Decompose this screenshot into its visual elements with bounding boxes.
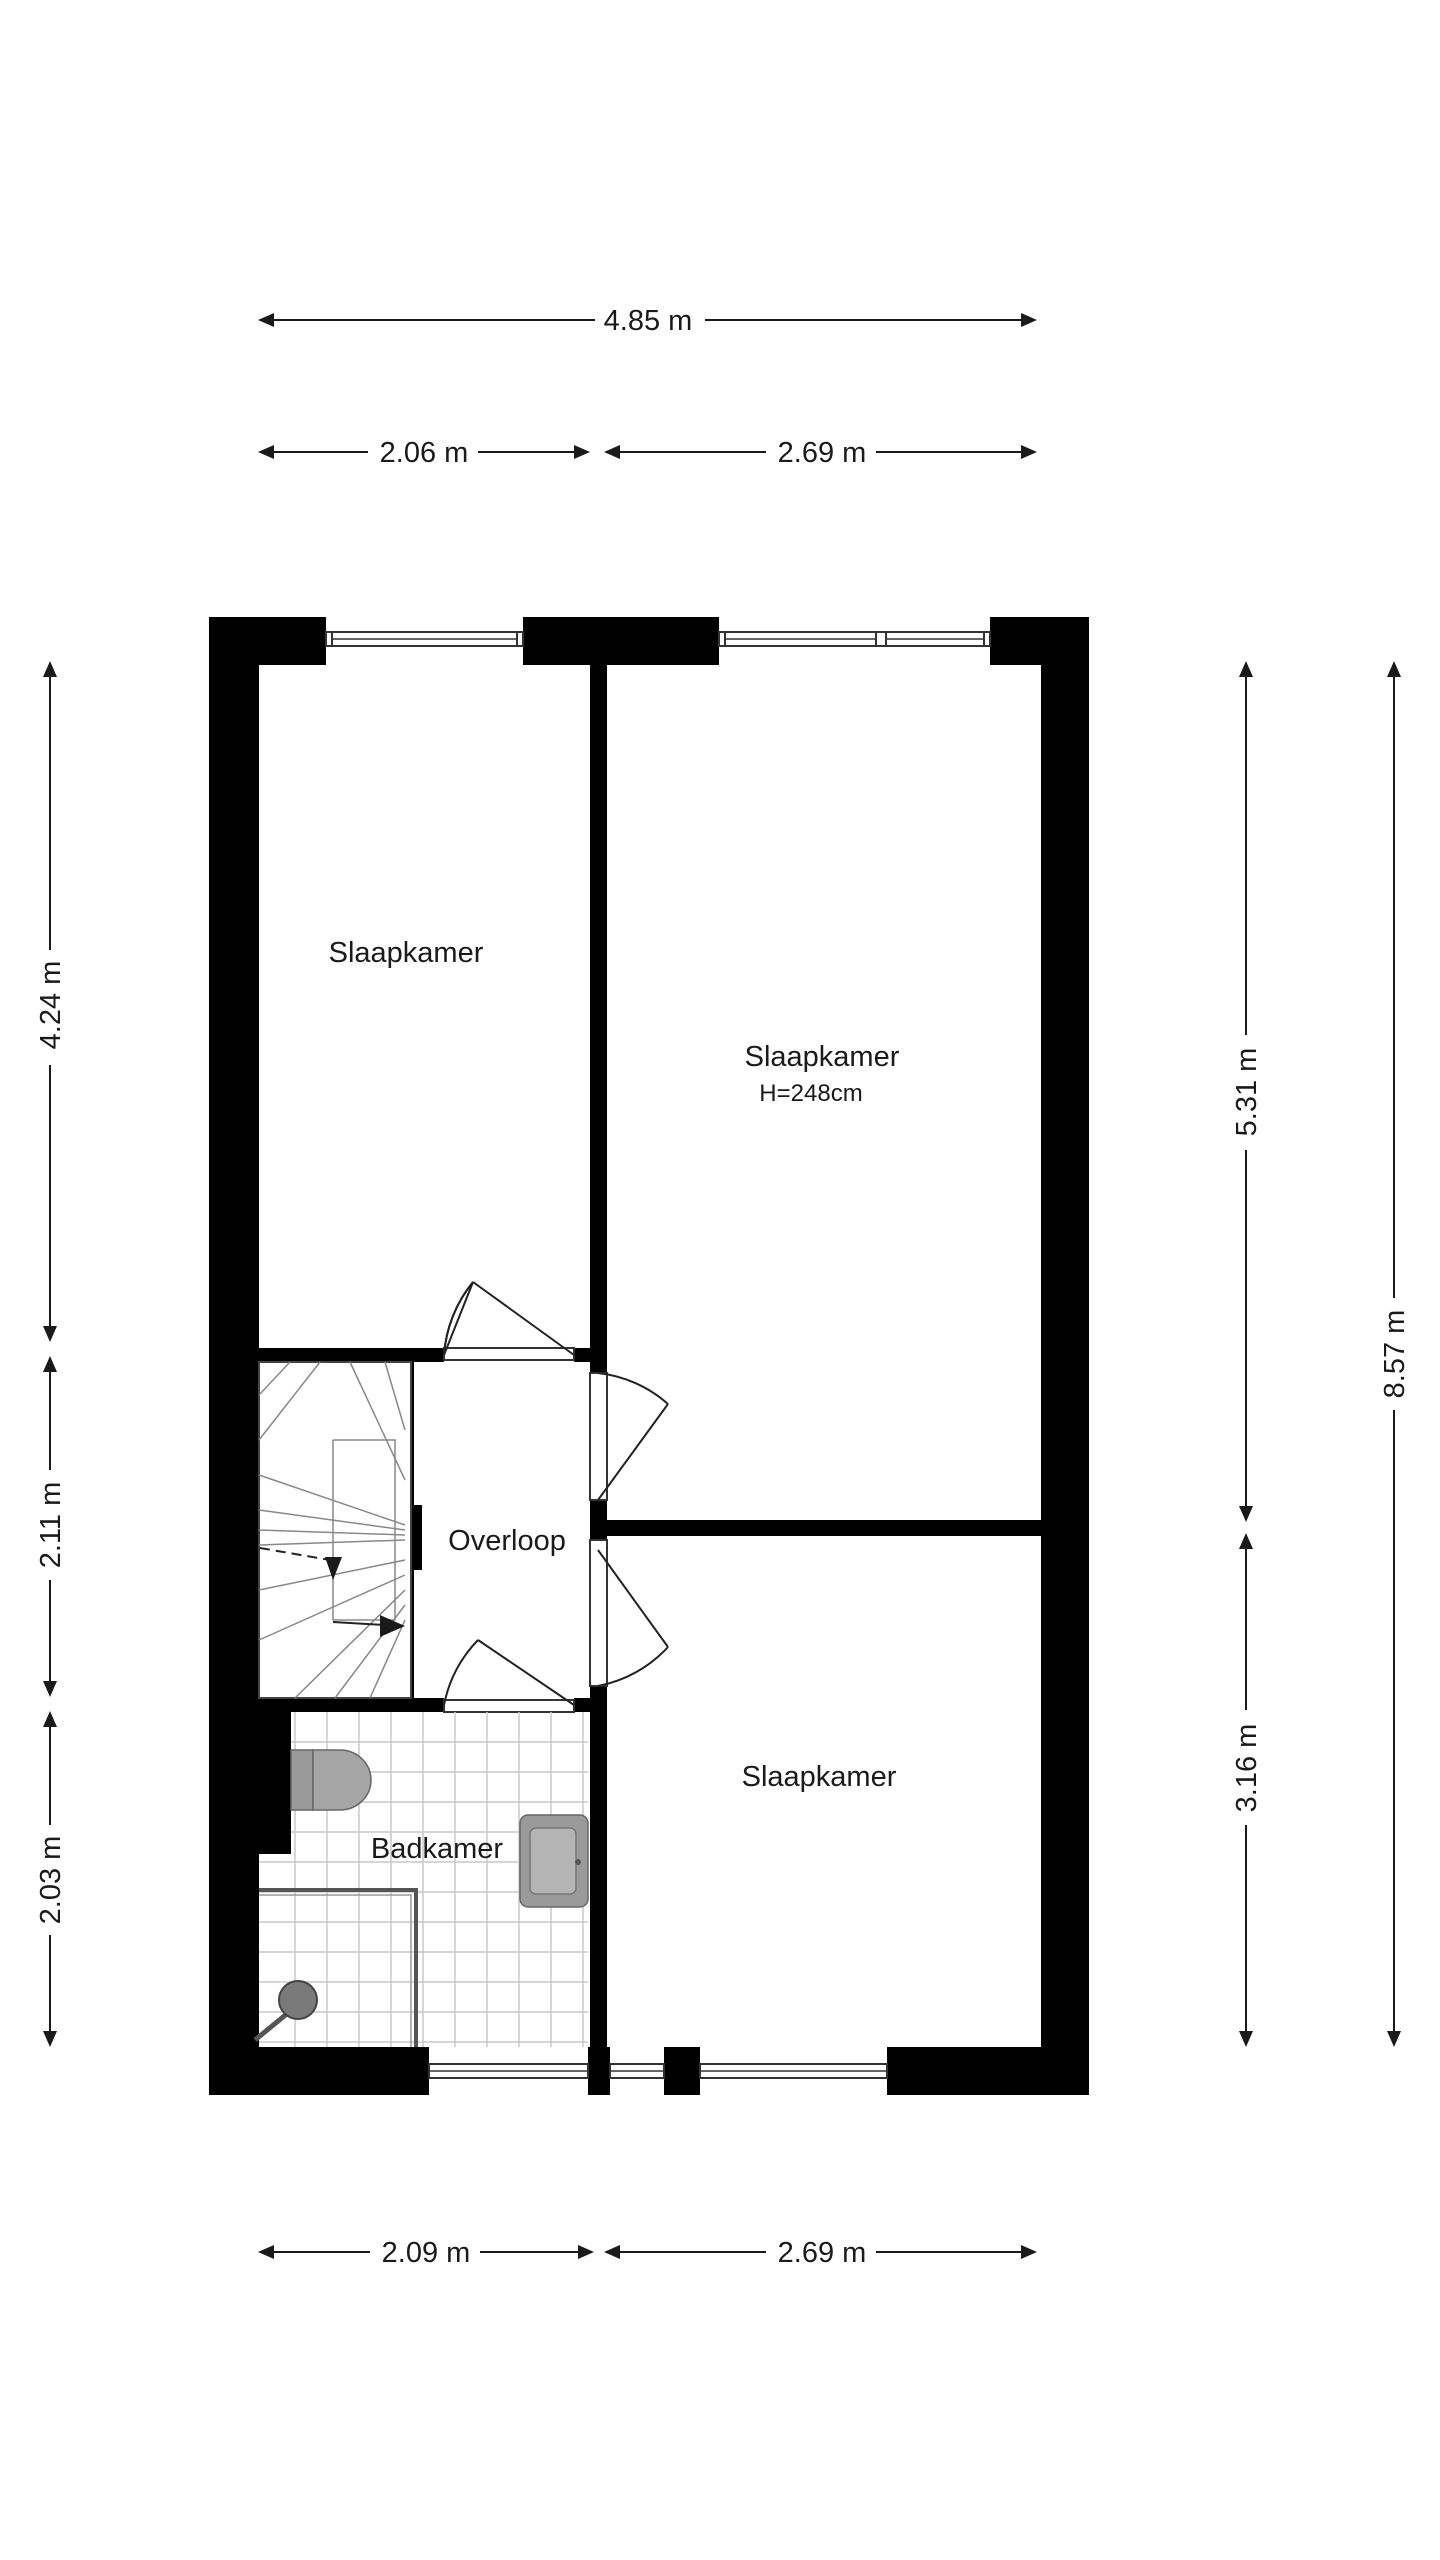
room-label-bedroom-top-left: Slaapkamer [329, 937, 484, 969]
room-label-landing: Overloop [448, 1525, 566, 1557]
dim-right-top-label: 5.31 m [1231, 1048, 1263, 1137]
dim-bottom-right-label: 2.69 m [778, 2237, 867, 2269]
dim-left-top-label: 4.24 m [35, 961, 67, 1050]
dimension-top-total: 4.85 m [258, 305, 1037, 337]
walls [209, 617, 1089, 2095]
doors [443, 1281, 669, 1713]
dim-top-total-label: 4.85 m [604, 305, 693, 337]
windows [325, 631, 991, 2079]
staircase [258, 1361, 412, 1699]
stair-down-arrow-icon [325, 1557, 342, 1580]
dimension-bottom-left: 2.09 m [258, 2237, 594, 2269]
dimension-right-bottom: 3.16 m [1231, 1533, 1263, 2047]
dimension-right-top: 5.31 m [1231, 661, 1263, 1522]
dim-top-left-label: 2.06 m [380, 437, 469, 469]
dim-left-bottom-label: 2.03 m [35, 1836, 67, 1925]
room-label-bedroom-bottom-right: Slaapkamer [742, 1761, 897, 1793]
room-height-label: H=248cm [759, 1080, 862, 1107]
dim-right-bottom-label: 3.16 m [1231, 1724, 1263, 1813]
shower-enclosure [259, 1888, 418, 2047]
stair-direction-arrow-icon [380, 1615, 405, 1637]
dim-top-right-label: 2.69 m [778, 437, 867, 469]
room-labels: Slaapkamer Slaapkamer H=248cm Overloop B… [329, 937, 900, 1865]
toilet-icon [290, 1749, 372, 1811]
sink-icon [519, 1814, 589, 1908]
dimension-bottom-right: 2.69 m [604, 2237, 1037, 2269]
dimension-left-top: 4.24 m [35, 661, 67, 1342]
dimension-top-left: 2.06 m [258, 437, 590, 469]
shower-head-icon [253, 1980, 318, 2042]
dimension-left-bottom: 2.03 m [35, 1711, 67, 2047]
dimension-left-mid: 2.11 m [35, 1356, 67, 1697]
dimension-right-total: 8.57 m [1379, 661, 1411, 2047]
dimension-top-right: 2.69 m [604, 437, 1037, 469]
dim-right-total-label: 8.57 m [1379, 1310, 1411, 1399]
dim-left-mid-label: 2.11 m [35, 1482, 67, 1569]
room-label-bedroom-top-right: Slaapkamer [745, 1041, 900, 1073]
room-label-bathroom: Badkamer [371, 1833, 504, 1865]
dim-bottom-left-label: 2.09 m [382, 2237, 471, 2269]
